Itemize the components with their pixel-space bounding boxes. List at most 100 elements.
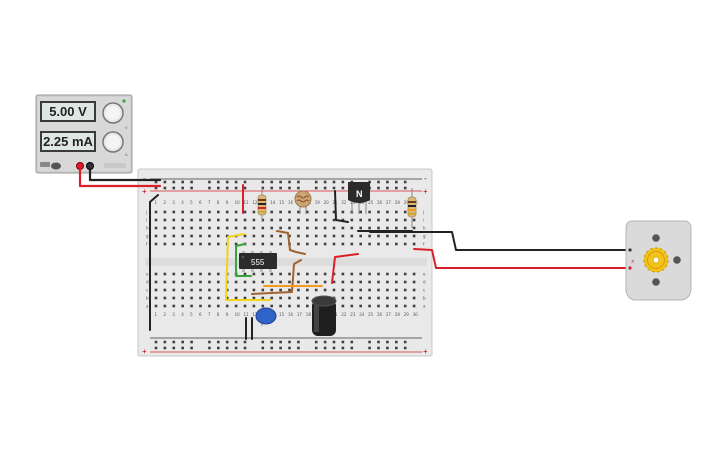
breadboard-hole[interactable]	[288, 186, 291, 190]
breadboard-hole[interactable]	[181, 242, 184, 246]
breadboard-hole[interactable]	[261, 218, 265, 222]
breadboard-hole[interactable]	[217, 242, 220, 246]
breadboard-hole[interactable]	[199, 226, 202, 230]
breadboard-hole[interactable]	[386, 272, 389, 276]
breadboard-hole[interactable]	[359, 218, 362, 222]
wires[interactable]	[78, 167, 629, 340]
breadboard-hole[interactable]	[163, 340, 167, 344]
breadboard-hole[interactable]	[368, 234, 371, 238]
breadboard-hole[interactable]	[403, 180, 407, 184]
power-toggle[interactable]	[51, 162, 61, 170]
breadboard-hole[interactable]	[341, 296, 345, 300]
breadboard-hole[interactable]	[297, 234, 300, 238]
breadboard-hole[interactable]	[279, 210, 282, 214]
breadboard-hole[interactable]	[359, 304, 362, 308]
wire-black-emitter[interactable]	[334, 190, 349, 223]
breadboard-hole[interactable]	[172, 304, 176, 308]
breadboard-hole[interactable]	[154, 296, 158, 300]
breadboard-hole[interactable]	[163, 272, 167, 276]
breadboard-hole[interactable]	[163, 304, 167, 308]
breadboard-hole[interactable]	[163, 346, 167, 350]
breadboard-hole[interactable]	[243, 226, 247, 230]
breadboard-hole[interactable]	[154, 186, 158, 190]
breadboard-hole[interactable]	[323, 272, 327, 276]
breadboard-hole[interactable]	[208, 186, 211, 190]
resistor-2[interactable]	[407, 188, 417, 228]
breadboard-hole[interactable]	[190, 346, 193, 350]
breadboard-hole[interactable]	[359, 280, 362, 284]
breadboard-hole[interactable]	[217, 346, 220, 350]
breadboard-hole[interactable]	[181, 288, 184, 292]
breadboard-hole[interactable]	[412, 272, 416, 276]
breadboard-hole[interactable]	[412, 242, 416, 246]
breadboard-hole[interactable]	[234, 242, 238, 246]
breadboard-hole[interactable]	[243, 210, 247, 214]
breadboard-hole[interactable]	[403, 218, 407, 222]
wire-black-motor[interactable]	[369, 231, 629, 251]
breadboard-hole[interactable]	[341, 242, 345, 246]
breadboard-hole[interactable]	[234, 218, 238, 222]
breadboard-hole[interactable]	[395, 186, 398, 190]
breadboard-hole[interactable]	[234, 226, 238, 230]
wire-red-capacitor[interactable]	[331, 253, 359, 284]
breadboard-hole[interactable]	[181, 340, 184, 344]
breadboard-hole[interactable]	[217, 288, 220, 292]
breadboard-hole[interactable]	[190, 296, 193, 300]
breadboard-hole[interactable]	[270, 340, 273, 344]
breadboard-hole[interactable]	[359, 296, 362, 300]
breadboard-hole[interactable]	[261, 242, 265, 246]
breadboard-hole[interactable]	[288, 346, 291, 350]
breadboard-hole[interactable]	[350, 218, 354, 222]
breadboard-hole[interactable]	[208, 218, 211, 222]
breadboard-hole[interactable]	[190, 218, 193, 222]
breadboard-hole[interactable]	[234, 210, 238, 214]
breadboard-hole[interactable]	[350, 340, 354, 344]
breadboard-hole[interactable]	[377, 218, 380, 222]
breadboard-hole[interactable]	[386, 242, 389, 246]
breadboard-hole[interactable]	[261, 296, 265, 300]
breadboard-hole[interactable]	[314, 234, 318, 238]
breadboard-hole[interactable]	[199, 304, 202, 308]
breadboard-hole[interactable]	[341, 340, 345, 344]
breadboard-hole[interactable]	[332, 234, 336, 238]
breadboard-hole[interactable]	[341, 288, 345, 292]
breadboard-hole[interactable]	[306, 296, 309, 300]
breadboard-hole[interactable]	[190, 280, 193, 284]
breadboard-hole[interactable]	[403, 304, 407, 308]
breadboard-hole[interactable]	[181, 186, 184, 190]
breadboard-hole[interactable]	[225, 210, 229, 214]
breadboard-hole[interactable]	[297, 218, 300, 222]
breadboard-hole[interactable]	[377, 296, 380, 300]
breadboard-hole[interactable]	[314, 280, 318, 284]
breadboard-hole[interactable]	[395, 288, 398, 292]
breadboard-hole[interactable]	[190, 180, 193, 184]
breadboard-hole[interactable]	[403, 296, 407, 300]
breadboard-hole[interactable]	[190, 226, 193, 230]
breadboard-hole[interactable]	[163, 280, 167, 284]
breadboard-hole[interactable]	[314, 288, 318, 292]
breadboard-hole[interactable]	[323, 280, 327, 284]
breadboard-hole[interactable]	[217, 304, 220, 308]
breadboard-hole[interactable]	[323, 288, 327, 292]
breadboard-hole[interactable]	[208, 340, 211, 344]
breadboard-hole[interactable]	[412, 226, 416, 230]
breadboard-hole[interactable]	[208, 296, 211, 300]
breadboard-hole[interactable]	[395, 272, 398, 276]
breadboard-hole[interactable]	[181, 296, 184, 300]
breadboard-hole[interactable]	[403, 210, 407, 214]
breadboard-hole[interactable]	[323, 180, 327, 184]
breadboard-hole[interactable]	[163, 288, 167, 292]
breadboard-hole[interactable]	[243, 218, 247, 222]
breadboard-hole[interactable]	[332, 218, 336, 222]
breadboard-hole[interactable]	[163, 186, 167, 190]
breadboard-hole[interactable]	[386, 304, 389, 308]
breadboard-hole[interactable]	[288, 210, 291, 214]
breadboard-hole[interactable]	[270, 272, 273, 276]
breadboard-hole[interactable]	[279, 304, 282, 308]
breadboard-hole[interactable]	[395, 180, 398, 184]
breadboard-hole[interactable]	[154, 210, 158, 214]
breadboard-hole[interactable]	[359, 242, 362, 246]
breadboard-hole[interactable]	[314, 218, 318, 222]
breadboard-hole[interactable]	[217, 180, 220, 184]
breadboard-hole[interactable]	[163, 234, 167, 238]
